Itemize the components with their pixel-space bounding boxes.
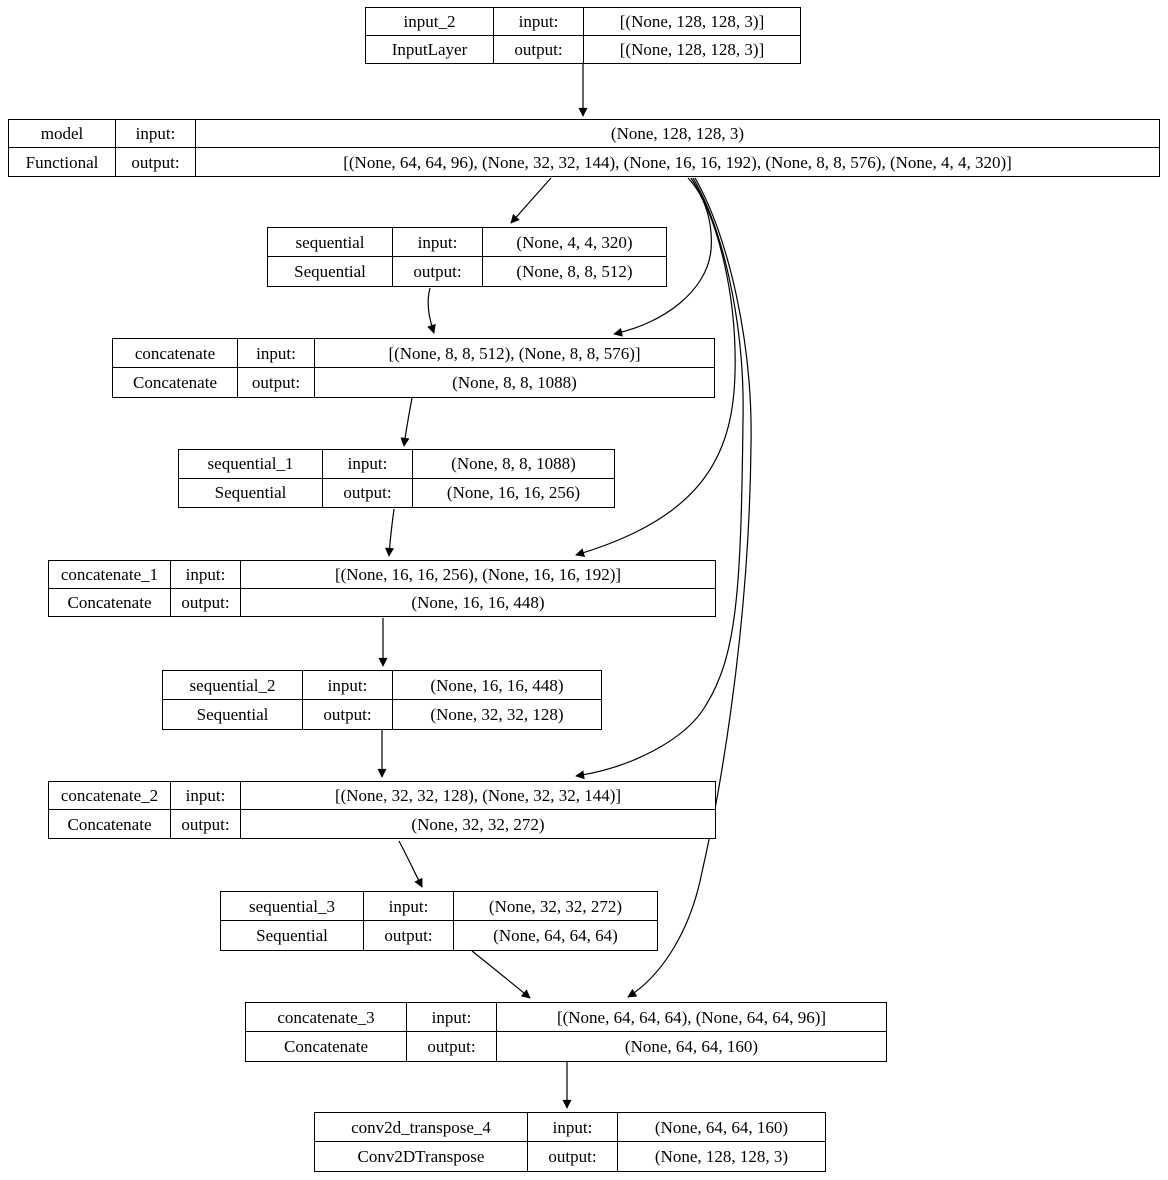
input-shape: (None, 16, 16, 448) <box>393 671 601 700</box>
layer-name: model <box>9 120 116 148</box>
layer-type: Concatenate <box>113 368 238 397</box>
output-label: output: <box>171 588 241 616</box>
edge-model-to-concatenate_3 <box>627 177 752 998</box>
output-shape: (None, 64, 64, 64) <box>493 926 618 945</box>
edge-model-to-sequential <box>510 177 552 224</box>
input-label: input: <box>528 1113 618 1142</box>
edge-concatenate-to-sequential_1 <box>400 397 413 447</box>
output-shape: (None, 32, 32, 272) <box>411 814 545 834</box>
edge-sequential_1-to-concatenate_1 <box>385 508 395 557</box>
input-label: input: <box>171 561 241 589</box>
output-label: output: <box>303 700 393 729</box>
layer-type: Concatenate <box>246 1032 407 1061</box>
output-shape: (None, 16, 16, 256) <box>446 483 581 503</box>
output-label: output: <box>393 257 483 286</box>
input-shape: (None, 4, 4, 320) <box>483 228 666 257</box>
input-shape: [(None, 64, 64, 64), (None, 64, 64, 96)] <box>497 1003 886 1032</box>
output-label: output: <box>528 1142 618 1171</box>
layer-type: Sequential <box>268 257 393 286</box>
layer-type: Sequential <box>221 921 364 950</box>
input-label: input: <box>171 782 241 810</box>
layer-type: Sequential <box>163 700 303 729</box>
output-shape: (None, 64, 64, 160) <box>624 1037 759 1056</box>
edge-model-to-concatenate_1 <box>575 177 736 557</box>
output-label: output: <box>238 368 315 397</box>
output-label: output: <box>116 148 196 176</box>
layer-name: conv2d_transpose_4 <box>315 1113 528 1142</box>
node-concatenate_1: concatenate_1 input: [(None, 16, 16, 256… <box>48 560 716 617</box>
layer-type: Conv2DTranspose <box>315 1142 528 1171</box>
layer-type: InputLayer <box>366 35 494 63</box>
layer-name: sequential_2 <box>163 671 303 700</box>
layer-name: concatenate_3 <box>246 1003 407 1032</box>
output-label: output: <box>364 921 454 950</box>
input-label: input: <box>407 1003 497 1032</box>
edge-model-to-concatenate_2 <box>575 177 744 780</box>
input-label: input: <box>303 671 393 700</box>
input-label: input: <box>393 228 483 257</box>
layer-name: sequential_1 <box>179 450 323 479</box>
node-concatenate_2: concatenate_2 input: [(None, 32, 32, 128… <box>48 781 716 839</box>
input-label: input: <box>116 120 196 148</box>
input-shape: (None, 8, 8, 1088) <box>413 450 614 479</box>
input-shape: [(None, 16, 16, 256), (None, 16, 16, 192… <box>241 561 715 589</box>
layer-name: sequential <box>268 228 393 257</box>
node-concatenate_3: concatenate_3 input: [(None, 64, 64, 64)… <box>245 1002 887 1062</box>
output-shape: (None, 32, 32, 128) <box>430 705 564 724</box>
node-conv2d_transpose_4: conv2d_transpose_4 input: (None, 64, 64,… <box>314 1112 826 1172</box>
node-sequential: sequential input: (None, 4, 4, 320) Sequ… <box>267 227 667 287</box>
output-label: output: <box>171 810 241 838</box>
output-shape: (None, 128, 128, 3) <box>654 1147 789 1166</box>
input-shape: [(None, 32, 32, 128), (None, 32, 32, 144… <box>241 782 715 810</box>
layer-name: sequential_3 <box>221 892 364 921</box>
edge-model-to-concatenate <box>613 177 712 337</box>
input-shape: [(None, 8, 8, 512), (None, 8, 8, 576)] <box>315 339 714 368</box>
input-label: input: <box>494 8 584 36</box>
layer-type: Concatenate <box>49 810 171 838</box>
node-sequential_3: sequential_3 input: (None, 32, 32, 272) … <box>220 891 658 951</box>
layer-type: Concatenate <box>49 588 171 616</box>
input-label: input: <box>238 339 315 368</box>
layer-type: Sequential <box>179 478 323 507</box>
output-label: output: <box>323 478 413 507</box>
input-label: input: <box>364 892 454 921</box>
output-shape: (None, 16, 16, 448) <box>411 592 545 612</box>
layer-name: concatenate_2 <box>49 782 171 810</box>
output-label: output: <box>407 1032 497 1061</box>
layer-name: input_2 <box>366 8 494 36</box>
edge-sequential_3-to-concatenate_3 <box>471 950 531 999</box>
input-shape: (None, 32, 32, 272) <box>454 892 657 921</box>
output-shape: (None, 8, 8, 1088) <box>452 373 577 392</box>
input-shape: (None, 128, 128, 3) <box>196 120 1159 148</box>
edge-sequential-to-concatenate <box>427 287 436 334</box>
node-sequential_1: sequential_1 input: (None, 8, 8, 1088) S… <box>178 449 615 508</box>
layer-name: concatenate <box>113 339 238 368</box>
node-input_2: input_2 input: [(None, 128, 128, 3)] Inp… <box>365 7 801 64</box>
output-shape: [(None, 128, 128, 3)] <box>619 39 765 59</box>
output-shape: (None, 8, 8, 512) <box>516 262 633 281</box>
input-shape: (None, 64, 64, 160) <box>618 1113 825 1142</box>
layer-type: Functional <box>9 148 116 176</box>
node-model: model input: (None, 128, 128, 3) Functio… <box>8 119 1160 177</box>
output-label: output: <box>494 35 584 63</box>
output-shape: [(None, 64, 64, 96), (None, 32, 32, 144)… <box>343 152 1012 172</box>
input-shape: [(None, 128, 128, 3)] <box>584 8 800 36</box>
node-sequential_2: sequential_2 input: (None, 16, 16, 448) … <box>162 670 602 730</box>
input-label: input: <box>323 450 413 479</box>
layer-name: concatenate_1 <box>49 561 171 589</box>
edge-concatenate_2-to-sequential_3 <box>398 840 423 888</box>
node-concatenate: concatenate input: [(None, 8, 8, 512), (… <box>112 338 715 398</box>
